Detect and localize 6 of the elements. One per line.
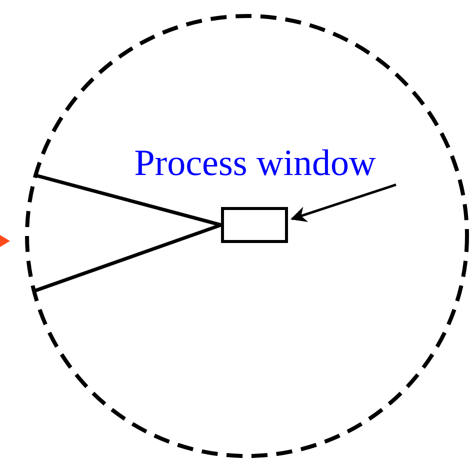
line	[35, 174, 222, 227]
arrow	[290, 184, 396, 222]
dashed-circle	[25, 14, 469, 458]
line	[33, 223, 222, 293]
process-window-box	[221, 207, 288, 243]
callout-text: Process window	[133, 142, 377, 186]
